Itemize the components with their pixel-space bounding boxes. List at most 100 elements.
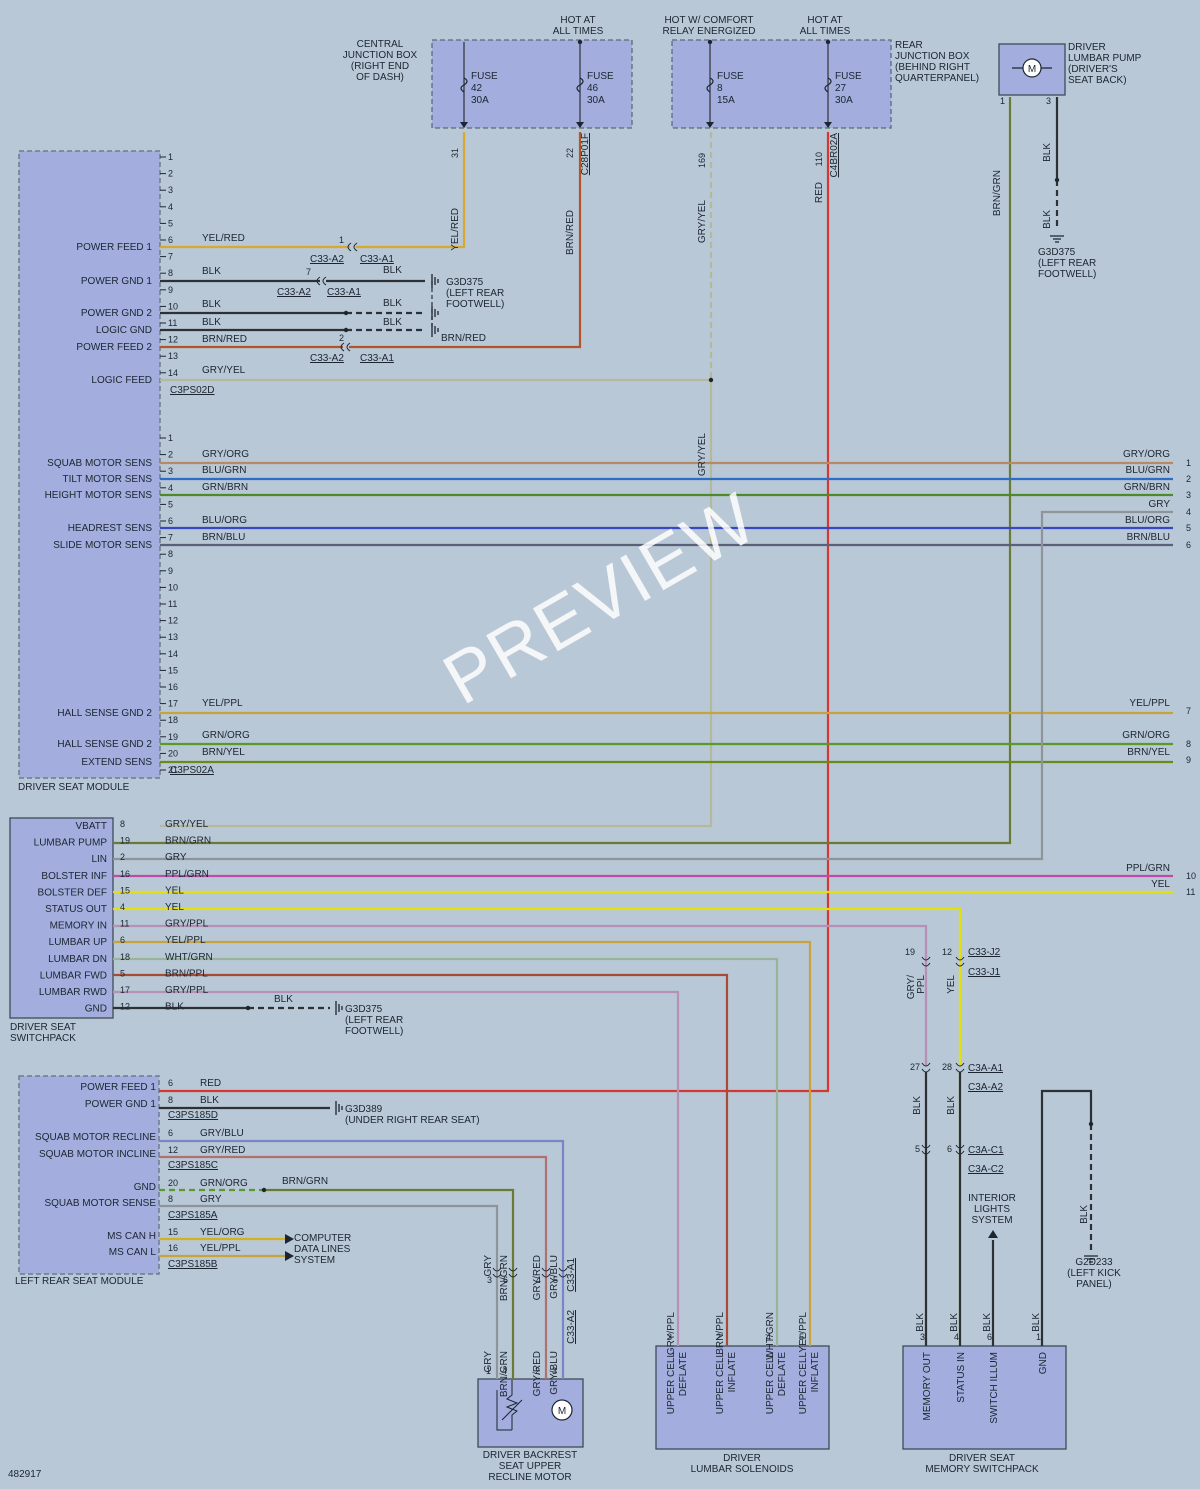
lr-module-pin-label: POWER GND 1: [85, 1099, 157, 1110]
interior-lights-label: INTERIOR: [968, 1193, 1016, 1204]
motor-letter: M: [1028, 64, 1036, 75]
wire-color-label: GRY: [165, 852, 187, 863]
hot-at-all-times-label: ALL TIMES: [553, 26, 604, 37]
interior-lights-label: SYSTEM: [971, 1215, 1012, 1226]
module-pin-label: HALL SENSE GND 2: [57, 739, 152, 750]
pin-number: 12: [168, 335, 178, 345]
solenoid-pin-label: UPPER CELL: [715, 1352, 726, 1415]
pin-number: 11: [1186, 887, 1195, 897]
wire-color-label: YEL: [946, 975, 957, 994]
pin-number: 4: [1186, 507, 1191, 517]
pin-number: 6: [168, 235, 173, 245]
wire-color-label: GRN/BRN: [202, 482, 248, 493]
connector-label: C33-A1: [360, 254, 394, 265]
wire-color-label: GRY: [1149, 499, 1171, 510]
module-pin-label: TILT MOTOR SENS: [63, 474, 153, 485]
pin-number: 6: [168, 1078, 173, 1088]
wire-color-label: GRY/PPL: [666, 1312, 677, 1356]
pin-number: 16: [120, 869, 130, 879]
wire-memory-gnd: [1040, 1089, 1093, 1346]
wire-red-feed: [159, 132, 830, 1093]
wire-color-label: BLU/GRN: [202, 465, 246, 476]
pin-number: 14: [168, 368, 178, 378]
wire-color-label: GRN/ORG: [1122, 730, 1170, 741]
wire-color-label: GRY/BLU: [200, 1128, 244, 1139]
wire-color-label: GRY/ORG: [202, 449, 249, 460]
module-pin-label: POWER FEED 2: [76, 342, 152, 353]
switchpack-pin-label: VBATT: [76, 821, 107, 832]
wire-color-label: GRY: [483, 1255, 494, 1277]
wire-color-label: YEL: [165, 885, 184, 896]
wire-color-label: BRN/GRN: [165, 836, 211, 847]
ground-symbol: [1084, 1255, 1098, 1263]
splice-dot: [245, 1005, 251, 1011]
wire-color-label: BLK: [383, 317, 402, 328]
pin-number: 2: [168, 450, 173, 460]
wire-color-label: BLK: [1031, 1313, 1042, 1332]
wire-color-label: GRY: [200, 1194, 222, 1205]
connector-label: C4BR02A: [829, 133, 840, 178]
wire-recline: [159, 1139, 565, 1379]
connector-label: C3PS02A: [170, 765, 214, 776]
inline-connector: [340, 342, 351, 352]
connector-label: C33-J1: [968, 967, 1001, 978]
pin-number: 28: [942, 1062, 952, 1072]
wire-color-label: BLK: [949, 1313, 960, 1332]
module-pin-label: HALL SENSE GND 2: [57, 708, 152, 719]
hot-comfort-label: HOT W/ COMFORT: [664, 15, 753, 26]
wire-color-label: GRY/BLU: [549, 1351, 560, 1395]
module-pin-label: SLIDE MOTOR SENS: [53, 540, 152, 551]
ground-symbol: [335, 1001, 343, 1015]
wire-color-label: BLK: [165, 1002, 184, 1013]
lumbar-pump-label: SEAT BACK): [1068, 75, 1127, 86]
pin-number: 9: [168, 566, 173, 576]
ground-label: (LEFT REAR: [345, 1015, 403, 1026]
wire-color-label: BLK: [912, 1096, 923, 1115]
label-layer: FUSE4230AFUSE4630AFUSE815AFUSE2730AMMCEN…: [10, 15, 1196, 1483]
wire-color-label: WHT/GRN: [765, 1312, 776, 1360]
lr-module-pin-label: POWER FEED 1: [80, 1082, 156, 1093]
pin-number: 5: [915, 1144, 920, 1154]
wire-color-label: GRY/: [906, 975, 917, 999]
splice-dot: [577, 39, 583, 45]
splice-dot: [825, 39, 831, 45]
wire-color-label: YEL: [165, 902, 184, 913]
ground-symbol: [431, 323, 439, 337]
pin-number: 27: [910, 1062, 920, 1072]
wire-color-label: BRN/GRN: [499, 1255, 510, 1301]
pin-number: 20: [168, 1178, 178, 1188]
pin-number: 1: [1186, 458, 1191, 468]
pin-number: 5: [1186, 523, 1191, 533]
ground-label: FOOTWELL): [1038, 269, 1096, 280]
pin-number: 3: [487, 1275, 492, 1285]
switchpack-pin-label: BOLSTER INF: [41, 871, 107, 882]
pin-number: 3: [168, 185, 173, 195]
terminal-arrow: [460, 122, 468, 128]
pin-number: 6: [168, 516, 173, 526]
central-jb-label: (RIGHT END: [351, 61, 409, 72]
rear-junction-box: [671, 39, 892, 129]
wire-squab-sense: [159, 1204, 499, 1379]
pin-number: 3: [667, 1332, 672, 1342]
wire-color-label: BLU/ORG: [202, 515, 247, 526]
lumbar-solenoids-title: LUMBAR SOLENOIDS: [691, 1464, 794, 1475]
ground-label: (LEFT REAR: [1038, 258, 1096, 269]
module-pin-label: POWER GND 2: [81, 308, 153, 319]
pin-number: 8: [120, 819, 125, 829]
inline-connector: [541, 1267, 551, 1278]
lr-module-pin-label: GND: [134, 1182, 156, 1193]
wire-color-label: BRN/RED: [565, 210, 576, 255]
seat-switchpack-title: SWITCHPACK: [10, 1033, 76, 1044]
wire-power-feed-2: [160, 132, 582, 349]
pin-number: 4: [766, 1332, 771, 1342]
backrest-motor-title: DRIVER BACKREST: [483, 1450, 577, 1461]
pin-number: 4: [536, 1275, 541, 1285]
wire-color-label: BLK: [202, 299, 221, 310]
wire-color-label: BLK: [1079, 1205, 1090, 1224]
lr-module-pin-label: MS CAN L: [109, 1247, 157, 1258]
terminal-arrow: [706, 122, 714, 128]
symbol-layer: [160, 39, 1098, 1431]
connector-label: C3PS185A: [168, 1210, 218, 1221]
ground-label: G3D375: [1038, 247, 1076, 258]
pin-number: 10: [1186, 871, 1196, 881]
